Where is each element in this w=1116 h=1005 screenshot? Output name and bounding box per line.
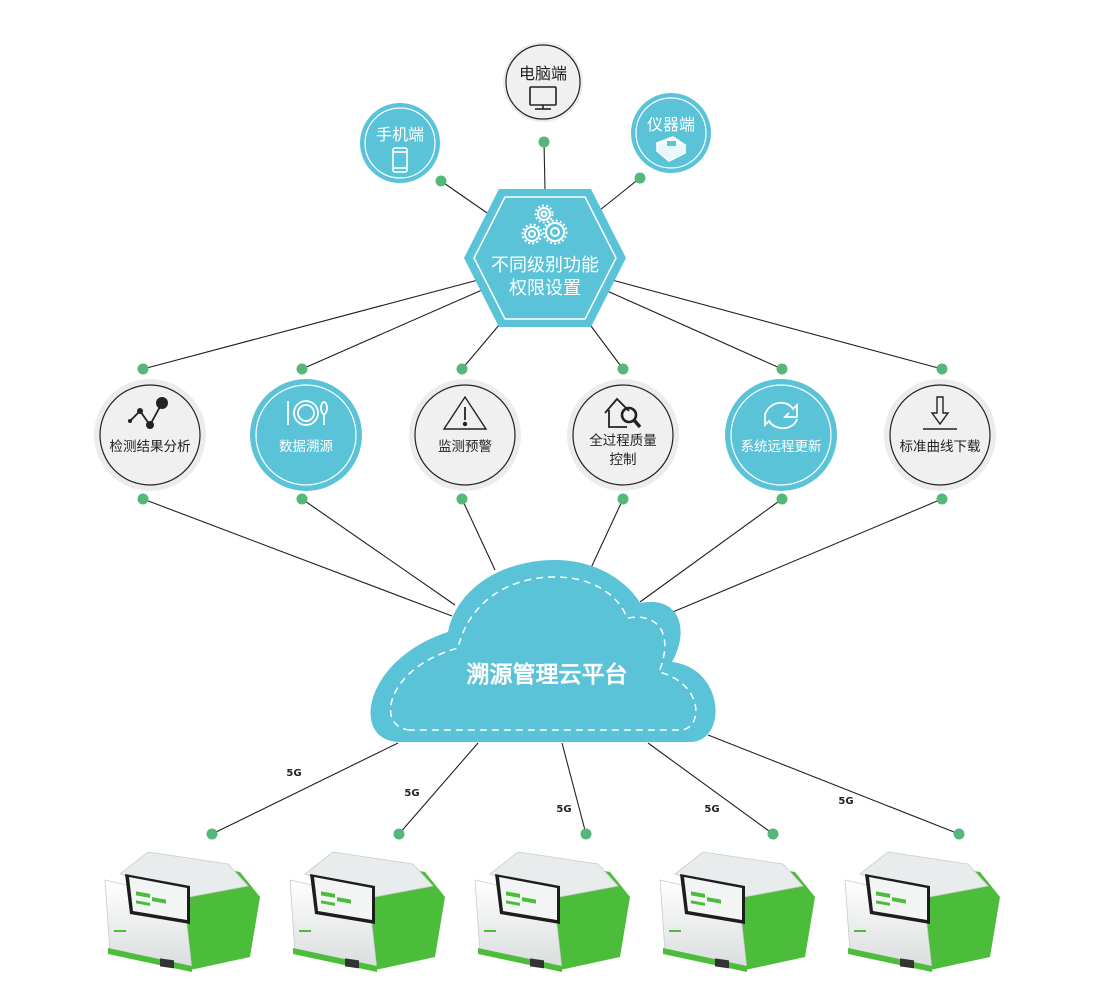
- connector-line: [440, 180, 491, 216]
- feature-label: 全过程质量: [589, 432, 657, 449]
- feature-bottom-dot: [456, 493, 468, 505]
- feature-bottom-dot: [617, 493, 629, 505]
- network-link-line: [211, 742, 399, 835]
- detection-device-2[interactable]: 5G: [474, 804, 631, 973]
- feature-node-4[interactable]: 系统远程更新: [725, 379, 837, 491]
- feature-node-5[interactable]: 标准曲线下载: [884, 379, 996, 491]
- network-link-line: [561, 742, 587, 835]
- feature-label: 数据溯源: [279, 439, 333, 455]
- warning-icon: [442, 395, 488, 430]
- feature-top-dot: [456, 363, 468, 375]
- link-label-5g: 5G: [286, 768, 301, 779]
- connector-line: [589, 498, 624, 571]
- top-node-dot: [435, 175, 447, 187]
- connection-lines: [142, 141, 960, 835]
- instrument-image: [844, 851, 1001, 973]
- cloud-label: 溯源管理云平台: [467, 661, 628, 688]
- feature-label: 监测预警: [438, 439, 492, 455]
- connector-line: [142, 498, 453, 617]
- feature-bottom-dot: [776, 493, 788, 505]
- device-dot: [580, 828, 592, 840]
- top-node-0[interactable]: 手机端: [360, 103, 440, 183]
- connector-line: [611, 279, 943, 370]
- instrument-image: [474, 851, 631, 973]
- feature-bottom-dot: [137, 493, 149, 505]
- house-search-icon: [604, 397, 642, 429]
- link-label-5g: 5G: [404, 788, 419, 799]
- network-link-line: [647, 742, 774, 835]
- detection-device-1[interactable]: 5G: [289, 788, 446, 973]
- connector-line: [667, 498, 943, 615]
- feature-label-line2: 控制: [610, 452, 637, 468]
- device-dot: [953, 828, 965, 840]
- cloud-platform[interactable]: 溯源管理云平台: [370, 560, 716, 742]
- detection-device-3[interactable]: 5G: [659, 804, 816, 973]
- link-label-5g: 5G: [704, 804, 719, 815]
- feature-node-2[interactable]: 监测预警: [409, 379, 521, 491]
- feature-top-dot: [936, 363, 948, 375]
- feature-bottom-dot: [936, 493, 948, 505]
- feature-top-dot: [137, 363, 149, 375]
- feature-node-1[interactable]: 数据溯源: [250, 379, 362, 491]
- connector-line: [639, 498, 783, 603]
- download-arrow-icon: [923, 396, 957, 430]
- device-dot: [767, 828, 779, 840]
- feature-top-dot: [776, 363, 788, 375]
- connector-line: [461, 317, 506, 370]
- hub-label-line1: 不同级别功能: [491, 255, 599, 276]
- detection-device-4[interactable]: 5G: [838, 796, 1001, 973]
- connector-line: [461, 498, 496, 571]
- instrument-image: [659, 851, 816, 973]
- top-node-dot: [538, 136, 550, 148]
- feature-bottom-dot: [296, 493, 308, 505]
- feature-node-0[interactable]: 检测结果分析: [94, 379, 206, 491]
- feature-label: 标准曲线下载: [900, 439, 981, 455]
- gears-icon: [521, 204, 568, 245]
- detection-device-0[interactable]: 5G: [104, 768, 302, 973]
- instrument-image: [104, 851, 261, 973]
- top-node-2[interactable]: 仪器端: [631, 93, 711, 173]
- feature-top-dot: [296, 363, 308, 375]
- connector-line: [543, 141, 546, 190]
- device-dot: [393, 828, 405, 840]
- smartphone-icon: [392, 147, 408, 173]
- permission-hub[interactable]: 不同级别功能 权限设置: [464, 189, 626, 327]
- feature-label: 检测结果分析: [110, 439, 191, 455]
- top-node-label: 手机端: [376, 125, 424, 144]
- feature-top-dot: [617, 363, 629, 375]
- top-node-label: 电脑端: [519, 64, 567, 83]
- instrument-icon: [655, 136, 687, 162]
- link-label-5g: 5G: [556, 804, 571, 815]
- connector-line: [301, 289, 483, 370]
- feature-label: 系统远程更新: [741, 439, 822, 455]
- line-chart-icon: [128, 397, 168, 429]
- top-node-dot: [634, 172, 646, 184]
- device-dot: [206, 828, 218, 840]
- dining-plate-icon: [287, 400, 328, 426]
- hub-label-line2: 权限设置: [509, 278, 581, 299]
- network-link-line: [707, 734, 960, 835]
- connector-line: [142, 279, 479, 370]
- network-link-line: [398, 742, 479, 835]
- connector-line: [301, 498, 456, 606]
- monitor-icon: [529, 86, 557, 110]
- top-node-1[interactable]: 电脑端: [503, 42, 583, 122]
- connector-line: [599, 177, 641, 211]
- connector-line: [584, 317, 624, 370]
- link-label-5g: 5G: [838, 796, 853, 807]
- top-node-label: 仪器端: [647, 115, 695, 134]
- connector-line: [604, 289, 783, 370]
- refresh-arrows-icon: [764, 401, 798, 430]
- instrument-image: [289, 851, 446, 973]
